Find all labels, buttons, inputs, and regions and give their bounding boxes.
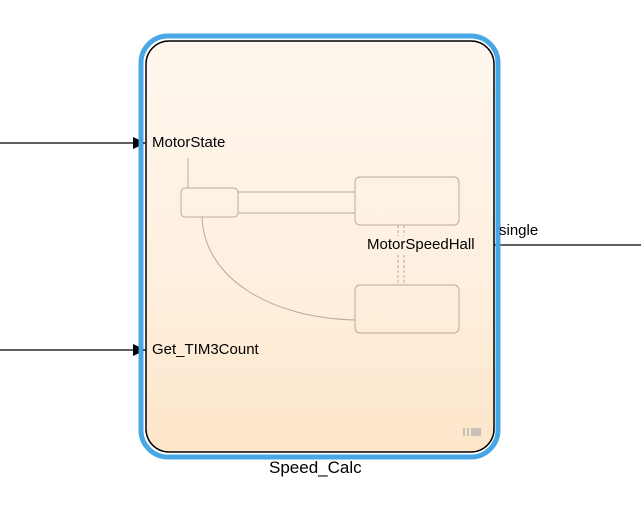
output-port-label: MotorSpeedHall [366,236,476,253]
state-stopped [354,284,460,334]
stateflow-chart-icon [463,428,481,436]
chart-preview [180,158,460,334]
block-body [145,40,495,453]
input-port-label-motorstate: MotorState [152,134,226,151]
signal-line-motorstate[interactable] [0,137,146,149]
state-init [180,187,239,218]
signal-line-get-tim3count[interactable] [0,344,146,356]
state-running [354,176,460,226]
selection-outline [138,33,501,460]
transition-stopped-init [201,216,356,321]
block-name-label[interactable]: Speed_Calc [269,458,362,477]
speed-calc-block[interactable] [138,33,501,460]
input-port-label-get-tim3count: Get_TIM3Count [152,341,259,358]
output-signal-type-label: single [499,222,539,239]
